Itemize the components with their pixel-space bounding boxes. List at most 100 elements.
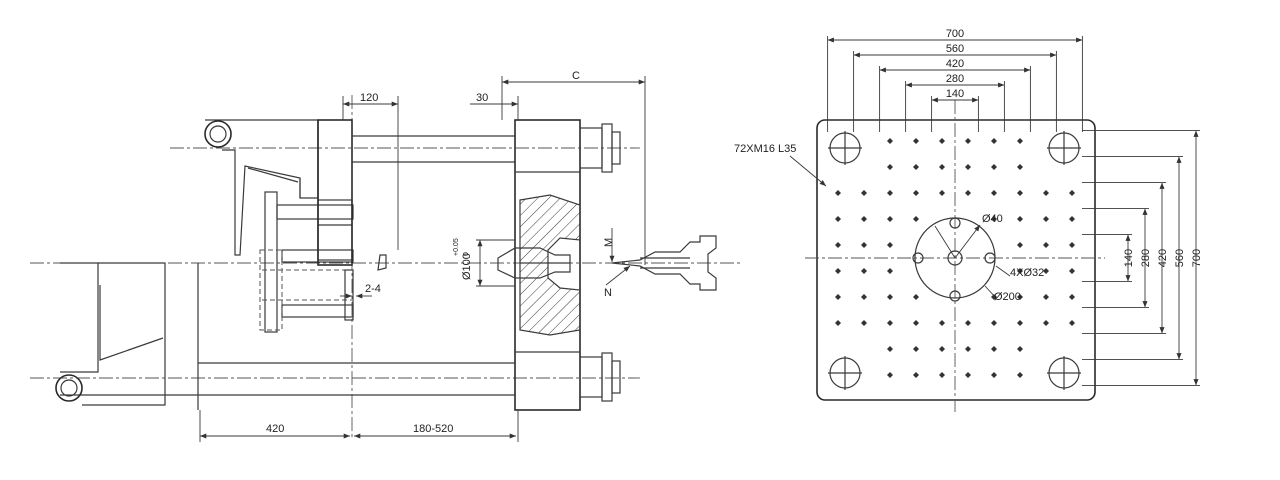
m16-hole [965,346,971,352]
m16-hole [913,294,919,300]
label-dia200: Ø200 [994,291,1021,303]
m16-hole [939,164,945,170]
dim-30: 30 [476,92,488,104]
m16-hole [835,268,841,274]
m16-hole [913,164,919,170]
m16-hole [913,320,919,326]
dim-N: N [604,287,612,299]
dim-C: C [572,70,580,82]
m16-hole [991,216,997,222]
m16-hole [1043,294,1049,300]
top-dim-label: 560 [946,43,964,55]
top-dim-label: 280 [946,73,964,85]
m16-hole [1043,216,1049,222]
m16-hole [939,138,945,144]
m16-hole [1017,216,1023,222]
dim-tol-lower: 0 [463,252,470,256]
m16-hole [991,138,997,144]
right-dim-label: 140 [1123,249,1135,267]
m16-hole [965,372,971,378]
injection-nozzle [611,235,717,291]
side-view: 120 30 C M N Ø100 +0.05 0 [30,70,740,442]
m16-hole [913,138,919,144]
m16-hole [887,242,893,248]
ejector-assembly [259,191,354,333]
m16-hole [1043,268,1049,274]
m16-hole [1017,164,1023,170]
locating-tab [377,254,387,271]
lower-roller [55,374,83,402]
m16-hole [887,320,893,326]
right-dim-label: 700 [1191,249,1203,267]
m16-hole [939,372,945,378]
locating-ring [912,217,1011,302]
m16-hole [1069,268,1075,274]
m16-hole [887,138,893,144]
dim-tol-upper: +0.05 [453,238,460,256]
m16-hole [1017,138,1023,144]
m16-hole [939,346,945,352]
dim-M: M [603,238,615,247]
m16-hole [965,164,971,170]
m16-hole [835,190,841,196]
tie-bar-holes [828,131,1081,390]
m16-hole [1017,242,1023,248]
right-dim-label: 420 [1157,249,1169,267]
m16-hole [887,216,893,222]
label-dia40: Ø40 [982,213,1003,225]
machine-base [60,262,515,410]
m16-hole [965,138,971,144]
m16-hole [861,242,867,248]
m16-hole [1017,372,1023,378]
m16-hole [835,294,841,300]
m16-hole [991,372,997,378]
m16-hole [1017,320,1023,326]
tie-bar-nuts [579,123,621,402]
m16-hole [835,216,841,222]
platen-outline [816,119,1096,401]
m16-hole [939,320,945,326]
label-holes: 72XM16 L35 [734,143,796,155]
m16-hole [913,190,919,196]
right-dim-label: 280 [1140,249,1152,267]
m16-hole [835,320,841,326]
m16-hole [1069,242,1075,248]
m16-hole [1017,268,1023,274]
m16-hole [913,346,919,352]
side-dimensions: 120 30 C M N Ø100 +0.05 0 [199,70,646,442]
m16-hole [1069,294,1075,300]
dim-120: 120 [360,92,378,104]
m16-hole [913,216,919,222]
right-dim-label: 560 [1174,249,1186,267]
fixed-platen [497,119,581,411]
m16-hole [861,190,867,196]
right-dimensions: 140 280 420 560 700 [1082,130,1203,386]
m16-hole [965,190,971,196]
dim-2-4: 2-4 [365,283,381,295]
m16-hole [991,346,997,352]
m16-hole [1069,190,1075,196]
m16-hole [861,320,867,326]
m16-hole [887,372,893,378]
top-dim-label: 700 [946,28,964,40]
m16-hole [861,216,867,222]
m16-hole [1043,320,1049,326]
moving-platen-upper [317,119,353,266]
dim-420: 420 [266,423,284,435]
m16-hole [835,242,841,248]
m16-hole [887,294,893,300]
m16-hole [887,268,893,274]
m16-hole [1043,190,1049,196]
m16-hole [887,190,893,196]
dim-dia100: Ø100 [461,253,473,280]
m16-hole [861,268,867,274]
m16-hole [887,346,893,352]
dim-180-520: 180-520 [413,423,453,435]
m16-hole [939,190,945,196]
m16-hole [861,294,867,300]
m16-hole [991,294,997,300]
upper-roller [204,120,232,148]
